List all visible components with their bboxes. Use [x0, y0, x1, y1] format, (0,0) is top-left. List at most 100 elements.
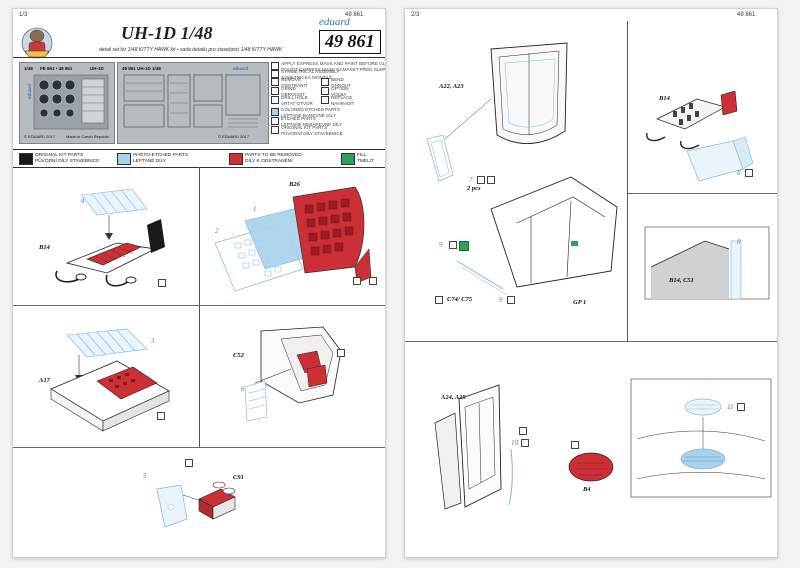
fret-code: FE 861 • 49 861: [40, 66, 73, 71]
page-number: 1/3: [19, 12, 28, 18]
product-code: 49 861: [325, 31, 375, 51]
colored-parts-icon: [271, 108, 279, 116]
paint-mask-icon: [271, 62, 279, 70]
symbols-key: APPLY EXPRESS MASK AND PAINT BEFORE GLUI…: [271, 61, 385, 148]
step-grid-horizontal-2: [13, 447, 385, 448]
instruction-page-1: 1/3 49 861 UH-1D 1/48 eduard 49 861 deta…: [12, 8, 386, 558]
part-number-8: 8: [737, 169, 741, 177]
step-b4-part: [568, 452, 614, 482]
step-canopy-doors: [426, 42, 618, 296]
part-number-5: 5: [143, 472, 147, 480]
step-check-box: [369, 277, 377, 285]
ref-b14-right: B14: [659, 95, 670, 102]
ref-b14-c51: B14, C51: [669, 277, 694, 284]
original-parts-icon: [271, 126, 279, 134]
eduard-mascot-logo: [21, 27, 53, 59]
symmetrical-icon: [271, 70, 279, 78]
part-number-1: 1: [253, 205, 257, 213]
ref-b26: B26: [289, 181, 300, 188]
step-b26-panel: [214, 186, 372, 292]
ref-a24-a25: A24, A25: [441, 394, 466, 401]
step-check-box: [519, 427, 527, 435]
page-title: UH-1D 1/48: [121, 23, 213, 43]
step-check-box: [157, 412, 165, 420]
step-check-box: [449, 241, 457, 249]
step-check-box: [353, 277, 361, 285]
fret-left: 1/48 FE 861 • 49 861 UH-1D eduard © EDUA…: [19, 62, 115, 144]
product-code-top: 49 861: [345, 12, 364, 18]
ref-b14: B14: [39, 244, 50, 251]
instrument-panel-etch: [33, 74, 109, 130]
step-door-a24-a25: [434, 384, 513, 510]
part-number-4: 4: [81, 197, 85, 205]
option-icon: [321, 87, 329, 95]
step-check-box: [158, 279, 166, 287]
etched-parts-icon: [271, 117, 279, 125]
part-number-9b: 9: [499, 296, 503, 304]
part-number-10: 10: [511, 439, 518, 447]
fret-model: UH-1D: [90, 66, 104, 71]
part-number-7: 7: [469, 176, 473, 184]
step-check-box: [521, 439, 529, 447]
qty-2pcs: 2 pcs: [467, 185, 481, 192]
step-grid-horizontal-1: [627, 193, 777, 194]
drill-icon: [271, 96, 279, 104]
step-check-box: [507, 296, 515, 304]
part-number-3: 3: [151, 337, 155, 345]
subtitle: detail set for 1/48 KITTY HAWK kit • sad…: [99, 47, 283, 53]
product-code-box: 49 861: [319, 30, 381, 54]
step-check-box: [185, 459, 193, 467]
remove-icon: [271, 78, 279, 86]
ref-b4: B4: [583, 486, 591, 493]
etched-parts-frame: [123, 74, 261, 128]
product-code-top: 49 861: [737, 12, 756, 18]
ref-a22-a23: A22, A23: [439, 83, 464, 90]
step-b14-seatback: [646, 90, 754, 182]
ref-c74-c75: C74/ C75: [447, 296, 473, 303]
step-c52-console: [244, 326, 342, 422]
ref-a17: A17: [39, 377, 50, 384]
ref-gp1: GP 1: [573, 299, 587, 306]
legend-swatch-fill: [341, 153, 355, 165]
bend-icon: [321, 78, 329, 86]
step-check-box: [487, 176, 495, 184]
symbol-text: APPLY EXPRESS MASK AND PAINT BEFORE GLUI…: [281, 61, 386, 72]
part-number-8-detail: 8: [737, 238, 741, 246]
grind-icon: [271, 87, 279, 95]
legend-divider-top: [13, 149, 385, 150]
fret-made-in: Made in Czech Republic: [66, 134, 110, 139]
fret-scale: 1/48: [24, 66, 33, 71]
detail-vent: [630, 378, 772, 498]
part-number-2: 2: [215, 227, 219, 235]
step-check-box: [435, 296, 443, 304]
brand-logo: eduard: [319, 16, 350, 28]
part-number-6: 6: [241, 385, 245, 393]
step-b14-seat: [55, 188, 165, 287]
ref-c52: C52: [233, 352, 244, 359]
step-a17-floor: [50, 328, 170, 432]
part-number-11: 11: [727, 403, 734, 411]
legend-swatch-kit: [19, 153, 33, 165]
step-check-box: [571, 441, 579, 449]
fret-copyright: © EDUARD 2017: [24, 134, 55, 139]
step-grid-horizontal-2: [405, 341, 777, 342]
detail-b14-c51: [644, 226, 770, 300]
page-number: 2/3: [411, 12, 420, 18]
fret-right-brand: eduard: [233, 66, 249, 71]
header-divider: [13, 57, 385, 58]
step-grid-vertical: [627, 21, 628, 341]
instruction-page-2: 2/3 49 861 A22, A23 7 2 pcs 9 C74/ C75 9…: [404, 8, 778, 558]
part-number-9a: 9: [439, 241, 443, 249]
